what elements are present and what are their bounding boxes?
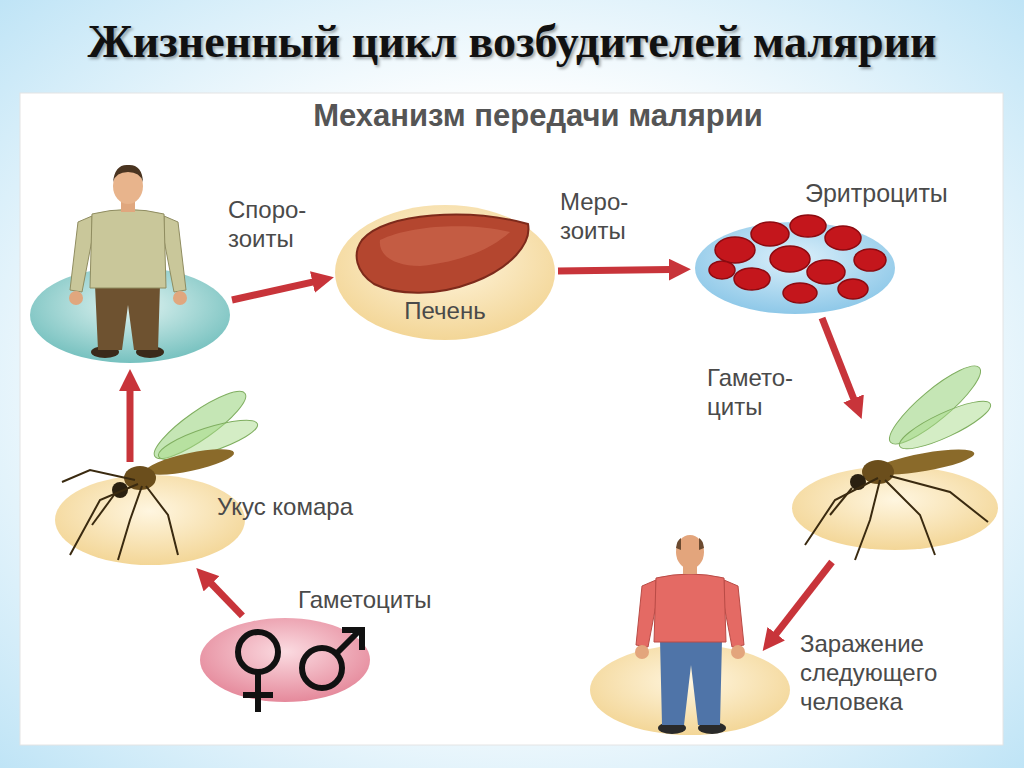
label-holder: Гамето- циты <box>707 364 797 422</box>
mosquito-picture <box>144 444 236 480</box>
mosquito-picture <box>890 476 988 522</box>
person-figure <box>70 216 92 292</box>
cycle-arrows <box>822 318 854 400</box>
red-blood-cells <box>751 222 789 246</box>
cycle-arrows <box>232 282 314 300</box>
liver-picture <box>380 226 510 266</box>
gender-symbols <box>342 630 362 650</box>
mosquito-picture <box>146 486 178 555</box>
label-holder: Споро- зоиты <box>228 196 318 254</box>
red-blood-cells <box>709 261 735 279</box>
person-figure <box>164 216 186 292</box>
red-blood-cells <box>838 279 868 299</box>
mosquito-picture <box>62 382 261 560</box>
ellipse-shape <box>55 475 245 565</box>
mosquito-picture <box>118 486 142 560</box>
red-blood-cells <box>715 237 755 263</box>
mosquito-picture <box>885 480 935 555</box>
red-blood-cells <box>783 283 817 303</box>
red-blood-cells <box>825 226 861 250</box>
mosquito-picture <box>855 480 880 560</box>
mosquito-picture <box>805 478 878 545</box>
cycle-arrow <box>211 583 243 616</box>
person-figure <box>69 291 83 305</box>
node-text: Эритроциты <box>805 178 948 208</box>
gender-symbols <box>243 692 273 698</box>
liver-picture <box>357 215 529 293</box>
mosquito-picture <box>895 393 996 457</box>
label-holder: Механизм передачи малярии <box>52 97 1024 134</box>
gender-symbols <box>238 630 362 712</box>
cycle-arrow <box>558 270 670 271</box>
mosquito-picture <box>70 484 138 555</box>
cycle-arrows <box>776 562 833 635</box>
edge-label: Меро- зоиты <box>560 188 650 246</box>
red-blood-cells <box>770 246 810 272</box>
mosquito-picture <box>62 470 135 482</box>
node-text: Печень <box>335 297 555 326</box>
node-text: Укус комара <box>217 493 353 522</box>
diagram-subtitle: Механизм передачи малярии <box>52 97 1024 134</box>
mosquito-picture <box>805 476 988 560</box>
red-blood-cells <box>790 215 826 237</box>
mosquito-picture <box>62 470 178 560</box>
mosquito-picture <box>805 356 995 560</box>
cycle-arrows <box>130 282 854 635</box>
ellipse-shape <box>200 618 370 702</box>
mosquito-picture <box>862 460 894 484</box>
red-blood-cells <box>807 260 845 284</box>
person-figure <box>676 535 704 569</box>
person-figure <box>173 291 187 305</box>
gender-symbols <box>238 632 278 672</box>
node-text: Заражение следующего человека <box>800 630 965 716</box>
ellipse-shape <box>335 205 555 340</box>
ellipse-shape <box>695 222 895 314</box>
person-figure <box>660 640 722 725</box>
person-figure <box>90 210 166 289</box>
person-figure <box>731 645 745 659</box>
red-blood-cells <box>709 215 886 303</box>
person-figure <box>69 165 187 358</box>
red-blood-cells <box>734 268 770 290</box>
node-text: Гаметоциты <box>298 586 432 615</box>
title-holder: Жизненный цикл возбудителей малярии <box>0 14 1024 69</box>
person-figure <box>724 580 744 647</box>
person-figure <box>113 165 143 182</box>
red-blood-cells <box>854 249 886 271</box>
person-figure <box>676 538 704 550</box>
edge-label-holder: Меро- зоиты <box>560 188 650 246</box>
person-figure <box>635 645 649 659</box>
person-figure <box>635 535 745 734</box>
person-figure <box>636 580 656 647</box>
ellipse-outline <box>55 475 245 565</box>
mosquito-ground <box>792 466 998 550</box>
person-figure <box>95 285 160 350</box>
liver-picture <box>357 215 529 293</box>
stage-label: Гамето- циты <box>707 364 797 422</box>
slide-title: Жизненный цикл возбудителей малярии <box>87 14 936 69</box>
stage-ellipse: Укус комара <box>55 475 245 565</box>
white-panel <box>20 93 1003 745</box>
stage-label: Споро- зоиты <box>228 196 318 254</box>
gender-symbols <box>336 630 360 654</box>
person-figure <box>654 574 726 642</box>
cycle-arrows <box>127 390 134 462</box>
